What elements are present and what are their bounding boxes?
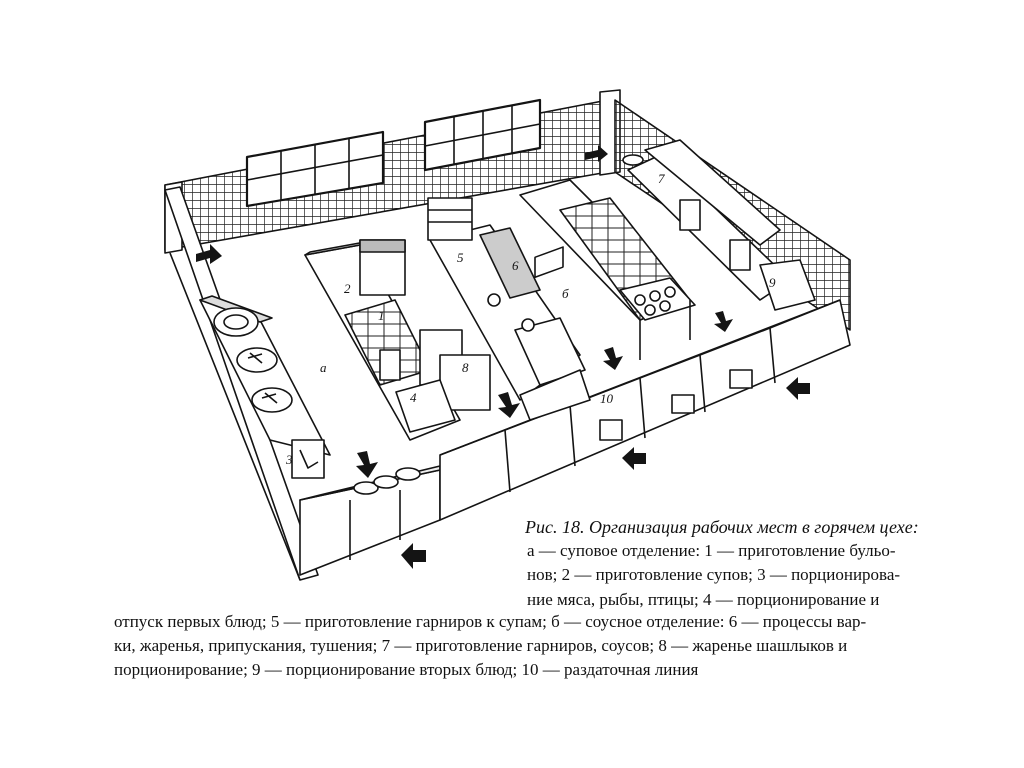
right-wall-line [622,139,816,311]
flow-arrows [196,145,810,569]
soup-section-line [304,239,491,441]
label-7: 7 [658,171,665,186]
label-4: 4 [410,390,417,405]
caption-line-6: порционирование; 9 — порционирование вто… [114,660,699,679]
label-a: а [320,360,327,375]
label-1: 1 [378,308,385,323]
caption-line-5: ки, жаренья, припускания, тушения; 7 — п… [114,636,848,655]
serving-counter [439,246,851,521]
middle-line [427,197,591,421]
label-5: 5 [457,250,464,265]
label-6: 6 [512,258,519,273]
caption-line-3: ние мяса, рыбы, птицы; 4 — порционирован… [527,590,880,609]
caption-line-1: а — суповое отделение: 1 — приготовление… [527,541,896,560]
kettle-line [199,295,331,479]
caption-line-4: отпуск первых блюд; 5 — приготовление га… [114,612,867,631]
label-b: б [562,286,569,301]
serving-counter-left [299,465,441,576]
figure-caption-title: Рис. 18. Организация рабочих мест в горя… [525,517,919,537]
label-10: 10 [600,391,614,406]
label-3: 3 [285,452,293,467]
label-8: 8 [462,360,469,375]
caption-line-2: нов; 2 — приготовление супов; 3 — порцио… [527,565,901,584]
window-right [423,98,542,172]
window-left [245,130,385,208]
sauce-section-line [519,179,696,360]
label-2: 2 [344,281,351,296]
label-9: 9 [769,275,776,290]
